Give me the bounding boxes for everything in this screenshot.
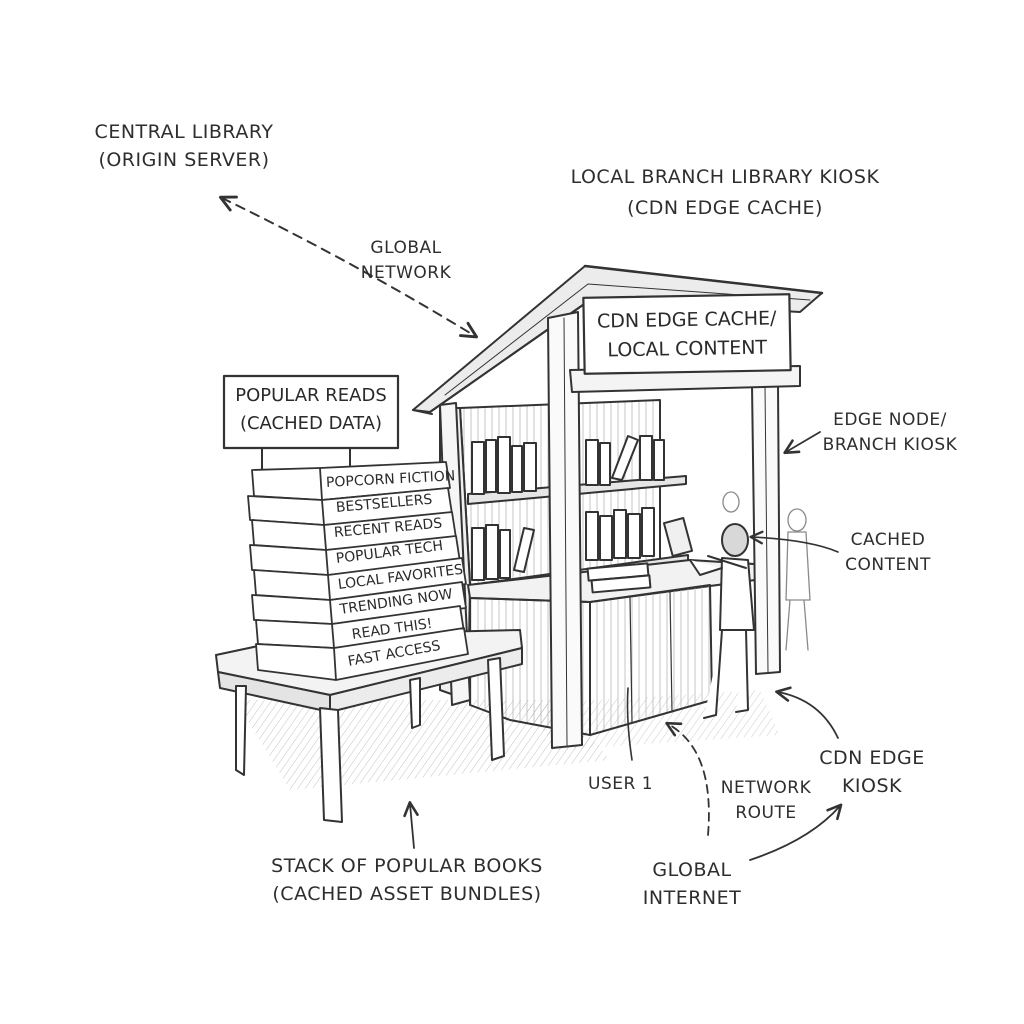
global-network-line2: NETWORK [360, 263, 452, 283]
local-branch-title: LOCAL BRANCH LIBRARY KIOSK [570, 166, 880, 188]
global-internet-line1: GLOBAL [652, 859, 732, 881]
stack-caption-label: STACK OF POPULAR BOOKS (CACHED ASSET BUN… [262, 852, 552, 908]
popular-reads-sign: POPULAR READS (CACHED DATA) [228, 382, 394, 438]
kiosk-sign-line1: CDN EDGE CACHE/ [596, 307, 777, 333]
network-route-label: NETWORK ROUTE [714, 776, 818, 826]
central-library-title: CENTRAL LIBRARY [94, 121, 274, 143]
edge-node-line2: BRANCH KIOSK [822, 435, 958, 455]
central-library-subtitle: (ORIGIN SERVER) [98, 149, 270, 171]
global-internet-label: GLOBAL INTERNET [630, 856, 754, 912]
local-branch-subtitle: (CDN EDGE CACHE) [627, 197, 823, 219]
arrow-user [626, 687, 633, 761]
cdn-edge-kiosk-line2: KIOSK [841, 775, 903, 797]
kiosk-sign-line2: LOCAL CONTENT [607, 336, 768, 362]
stack-caption-subtitle: (CACHED ASSET BUNDLES) [272, 883, 542, 905]
central-library-label: CENTRAL LIBRARY (ORIGIN SERVER) [78, 118, 290, 174]
arrow-network-route [665, 721, 710, 836]
arrow-book-stack [403, 801, 419, 849]
arrow-global-network [218, 195, 478, 339]
edge-node-label: EDGE NODE/ BRANCH KIOSK [816, 408, 964, 458]
book-stack [247, 461, 469, 681]
network-route-line2: ROUTE [735, 803, 797, 823]
kiosk-sign: CDN EDGE CACHE/ LOCAL CONTENT [588, 304, 787, 365]
user-figure [662, 516, 755, 719]
arrow-edge-node [783, 431, 821, 455]
arrow-cdn-kiosk [775, 686, 839, 739]
kiosk-sign-board [582, 293, 792, 375]
background-figures [722, 491, 811, 651]
global-network-label: GLOBAL NETWORK [348, 236, 464, 286]
local-branch-label: LOCAL BRANCH LIBRARY KIOSK (CDN EDGE CAC… [544, 162, 906, 224]
network-route-line1: NETWORK [720, 778, 812, 798]
cdn-edge-kiosk-label: CDN EDGE KIOSK [812, 744, 932, 800]
edge-node-line1: EDGE NODE/ [833, 410, 947, 430]
user-label-text: USER 1 [588, 774, 654, 794]
cached-content-line1: CACHED [850, 530, 926, 550]
user-label: USER 1 [588, 772, 653, 797]
global-network-line1: GLOBAL [370, 238, 442, 258]
popular-reads-sign-board [222, 374, 400, 450]
cdn-edge-kiosk-line1: CDN EDGE [819, 747, 925, 769]
cached-content-line2: CONTENT [845, 555, 931, 575]
arrow-cached-content [749, 530, 839, 553]
stack-caption-title: STACK OF POPULAR BOOKS [271, 855, 543, 877]
arrow-internet [749, 803, 843, 861]
popular-reads-sign-line1: POPULAR READS [235, 385, 387, 406]
popular-reads-sign-line2: (CACHED DATA) [239, 413, 383, 434]
cached-content-label: CACHED CONTENT [838, 528, 938, 578]
global-internet-line2: INTERNET [642, 887, 742, 909]
